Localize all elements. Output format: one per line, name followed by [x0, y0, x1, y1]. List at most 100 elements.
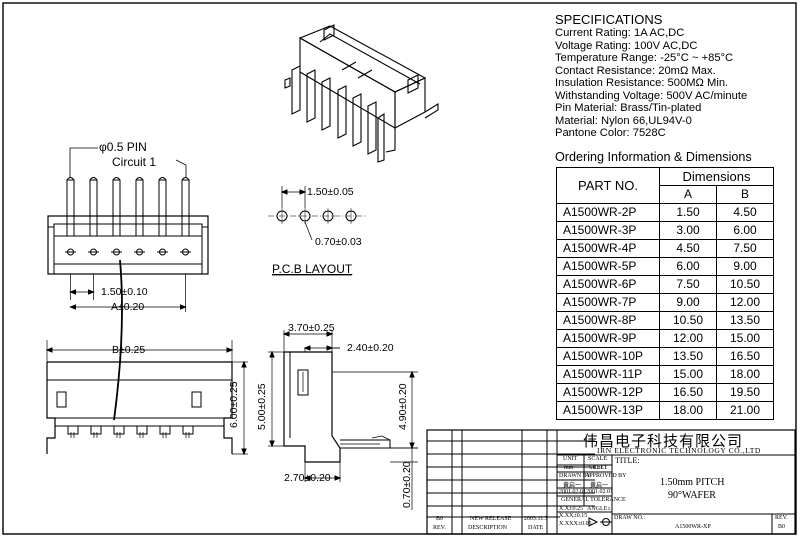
- dim-b-cell: 21.00: [715, 401, 775, 420]
- part-no-cell: A1500WR-12P: [556, 383, 660, 402]
- tolerance-2: X.XX±0.15: [559, 513, 588, 519]
- specifications-title: SPECIFICATIONS: [555, 12, 663, 27]
- rev-row-date: 2003.11.7: [524, 516, 548, 522]
- part-no-cell: A1500WR-7P: [556, 293, 660, 312]
- draw-no-label: DRAW NO.:: [614, 515, 646, 521]
- approved-by-name: 黄启一: [590, 483, 609, 489]
- pcb-hole-label: 0.70±0.03: [315, 236, 362, 248]
- part-no-cell: A1500WR-13P: [556, 401, 660, 420]
- dim-b-cell: 13.50: [715, 311, 775, 330]
- description-header: DESCRIPTION: [468, 525, 508, 531]
- pin-diameter-label: φ0.5 PIN: [99, 140, 147, 154]
- spec-line: Material: Nylon 66,UL94V-0: [555, 114, 692, 127]
- drawing-title-line1: 1.50mm PITCH: [660, 477, 725, 488]
- drawn-date: 2001.02.01: [559, 489, 586, 495]
- dim-b-cell: 6.00: [715, 221, 775, 240]
- front-height-label: 6.00±0.25: [228, 381, 240, 428]
- unit-value: mm: [564, 465, 574, 471]
- side-bottom-height-label: 0.70±0.20: [401, 461, 413, 508]
- dim-a-cell: 16.50: [659, 383, 717, 402]
- specifications-block: SPECIFICATIONS Current Rating: 1A AC,DC …: [555, 13, 795, 140]
- side-top-width-label: 3.70±0.25: [288, 322, 335, 334]
- dim-b-cell: 10.50: [715, 275, 775, 294]
- part-no-cell: A1500WR-9P: [556, 329, 660, 348]
- part-no-cell: A1500WR-5P: [556, 257, 660, 276]
- col-a-header: A: [659, 185, 717, 204]
- company-name-cn: 伟昌电子科技有限公司: [583, 434, 744, 450]
- spec-line: Temperature Range: -25°C ~ +85°C: [555, 52, 734, 64]
- pin-row: [66, 177, 190, 237]
- dim-b-cell: 16.50: [715, 347, 775, 366]
- unit-label: UNIT: [563, 456, 578, 462]
- tolerance-1: X.X±0.25: [559, 506, 583, 512]
- tolerance-label: GENERAL TOLERANCE: [561, 497, 626, 503]
- part-no-cell: A1500WR-4P: [556, 239, 660, 258]
- rev-row-rev: B0: [436, 516, 444, 522]
- dim-a-cell: 1.50: [659, 203, 717, 222]
- dim-b-cell: 4.50: [715, 203, 775, 222]
- rev-row-description: NEW RELEASE: [470, 516, 512, 522]
- rev-header: REV.: [433, 525, 446, 531]
- spec-line: Withstanding Voltage: 500V AC/minute: [555, 89, 748, 102]
- approved-date: 2001.02.01: [586, 489, 613, 495]
- part-no-cell: A1500WR-10P: [556, 347, 660, 366]
- dim-a-cell: 12.00: [659, 329, 717, 348]
- front-bottom-view: [45, 340, 248, 456]
- side-top-right-label: 2.40±0.20: [347, 342, 394, 354]
- dim-a-cell: 7.50: [659, 275, 717, 294]
- title-block-grid: [426, 429, 796, 535]
- part-no-cell: A1500WR-3P: [556, 221, 660, 240]
- side-view: [268, 330, 418, 510]
- angle-label: ANGLE±: [587, 506, 611, 512]
- dimensions-header: Dimensions: [659, 167, 774, 186]
- dim-a-cell: 13.50: [659, 347, 717, 366]
- pitch-bottom-label: 1.50±0.10: [101, 286, 148, 298]
- front-top-view: [47, 147, 209, 421]
- drawn-by-label: DRAWN BY: [559, 473, 592, 479]
- dim-b-cell: 19.50: [715, 383, 775, 402]
- dim-a-cell: 6.00: [659, 257, 717, 276]
- drawn-by-name: 黄启一: [563, 483, 582, 489]
- circuit-label: Circuit 1: [112, 155, 157, 169]
- col-b-header: B: [715, 185, 775, 204]
- part-no-cell: A1500WR-2P: [556, 203, 660, 222]
- date-header: DATE: [528, 525, 544, 531]
- dim-a-cell: 18.00: [659, 401, 717, 420]
- spec-line: Voltage Rating: 100V AC,DC: [555, 39, 698, 52]
- b-dimension-label: B±0.25: [112, 344, 146, 356]
- company-name-en: IRN ELECTRONIC TECHNOLOGY CO.,LTD: [597, 446, 761, 455]
- draw-no-value: A1500WR-XP: [675, 524, 711, 530]
- dim-b-cell: 9.00: [715, 257, 775, 276]
- approved-by-label: APPROVED BY: [585, 473, 627, 479]
- isometric-view: [284, 24, 439, 163]
- part-no-header: PART NO.: [556, 167, 660, 204]
- scale-label: SCALE: [588, 456, 608, 462]
- side-left-height-label: 5.00±0.25: [256, 383, 268, 430]
- spec-line: Pantone Color: 7528C: [555, 127, 666, 139]
- dim-b-cell: 12.00: [715, 293, 775, 312]
- side-right-height-label: 4.90±0.20: [397, 383, 409, 430]
- part-no-cell: A1500WR-11P: [556, 365, 660, 384]
- pcb-layout-view: [268, 186, 365, 276]
- dim-a-cell: 15.00: [659, 365, 717, 384]
- spec-line: Pin Material: Brass/Tin-plated: [555, 102, 702, 114]
- pcb-layout-title: P.C.B LAYOUT: [272, 262, 353, 276]
- dim-a-cell: 9.00: [659, 293, 717, 312]
- spec-line: Current Rating: 1A AC,DC: [555, 27, 685, 39]
- sheet-label: SHEET: [589, 465, 608, 471]
- part-no-cell: A1500WR-8P: [556, 311, 660, 330]
- sheet-value: 1 of 1: [593, 465, 607, 471]
